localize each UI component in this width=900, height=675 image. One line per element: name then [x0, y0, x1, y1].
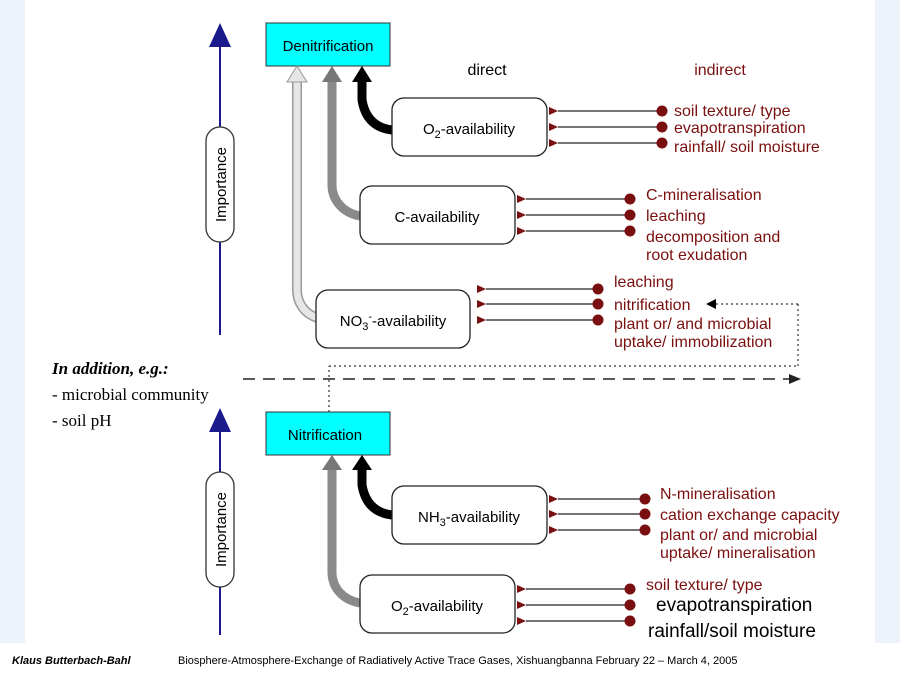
nitrification-box: Nitrification	[265, 411, 391, 456]
indirect-c-0: C-mineralisation	[646, 187, 762, 204]
svg-text:C-availability: C-availability	[394, 209, 480, 226]
indirect-no3-0: leaching	[614, 274, 674, 291]
header-direct: direct	[467, 62, 507, 79]
importance-label-top: Importance	[213, 147, 230, 222]
svg-text:O2-availability: O2-availability	[391, 598, 483, 618]
factor-nh3: NH3-availability	[391, 485, 548, 545]
svg-text:NO3--availability: NO3--availability	[340, 311, 447, 333]
arrow-c-to-denitrification	[322, 66, 362, 221]
footer-conference: Biosphere-Atmosphere-Exchange of Radiati…	[178, 655, 738, 667]
denitrification-box: Denitrification	[265, 22, 391, 67]
indirect-o2-bottom-0: soil texture/ type	[646, 577, 763, 594]
indirect-c-1: leaching	[646, 208, 706, 225]
factor-o2-top: O2-availability	[391, 97, 548, 157]
arrow-no3-to-denitrification	[286, 65, 320, 323]
addition-item-0: - microbial community	[52, 385, 209, 404]
indirect-o2-bottom-2: rainfall/soil moisture	[648, 621, 816, 642]
diagram-canvas: Importance Importance Denitrification Ni…	[51, 22, 840, 642]
arrow-nh3-to-nitrification	[352, 455, 393, 520]
indirect-nh3-3: uptake/ mineralisation	[660, 545, 816, 562]
factor-c: C-availability	[359, 185, 516, 245]
arrow-o2-to-denitrification	[352, 66, 393, 135]
indirect-o2-top-2: rainfall/ soil moisture	[674, 139, 820, 156]
indirect-o2-bottom-1: evapotranspiration	[656, 595, 812, 616]
svg-text:NH3-availability: NH3-availability	[418, 509, 520, 529]
divider-arrow-icon	[789, 374, 801, 384]
indirect-o2-top-1: evapotranspiration	[674, 120, 806, 137]
factor-o2-bottom: O2-availability	[359, 574, 516, 634]
svg-text:Denitrification: Denitrification	[283, 38, 374, 55]
axis-arrow-up-icon	[209, 408, 231, 432]
header-indirect: indirect	[694, 62, 746, 79]
footer	[0, 643, 900, 675]
indirect-c-2: decomposition and	[646, 229, 780, 246]
connectors	[477, 107, 662, 625]
arrow-o2-to-nitrification	[322, 455, 362, 608]
addition-item-1: - soil pH	[52, 411, 112, 430]
svg-text:Nitrification: Nitrification	[288, 427, 362, 444]
indirect-nh3-2: plant or/ and microbial	[660, 527, 817, 544]
indirect-o2-top-0: soil texture/ type	[674, 103, 791, 120]
indirect-nh3-0: N-mineralisation	[660, 486, 776, 503]
indirect-no3-3: uptake/ immobilization	[614, 334, 772, 351]
addition-block: In addition, e.g.: - microbial community…	[51, 359, 209, 430]
addition-title: In addition, e.g.:	[51, 359, 169, 378]
indirect-no3-1: nitrification	[614, 297, 690, 314]
indirect-dots	[592, 105, 668, 627]
indirect-no3-2: plant or/ and microbial	[614, 316, 771, 333]
indirect-c-3: root exudation	[646, 247, 747, 264]
footer-author: Klaus Butterbach-Bahl	[12, 655, 131, 667]
indirect-nh3-1: cation exchange capacity	[660, 507, 840, 524]
factor-no3: NO3--availability	[315, 289, 471, 349]
importance-label-bottom: Importance	[213, 492, 230, 567]
importance-axis-top: Importance	[205, 23, 235, 335]
axis-arrow-up-icon	[209, 23, 231, 47]
feedback-arrow-icon	[706, 299, 716, 309]
importance-axis-bottom: Importance	[205, 408, 235, 635]
dotted-feedback-path	[328, 303, 799, 412]
svg-text:O2-availability: O2-availability	[423, 121, 515, 141]
